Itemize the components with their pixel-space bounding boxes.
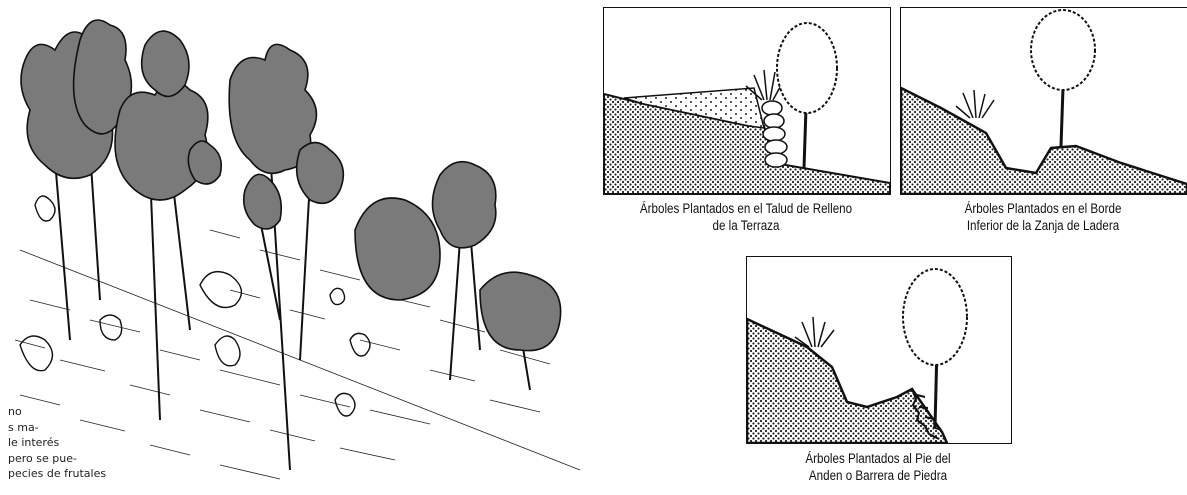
panel-caption: Árboles Plantados en el Talud de Relleno… [623,200,869,234]
stone-wall [762,101,787,167]
text-line: le interés [8,435,128,451]
text-line: no [8,404,128,420]
panel-ditch-edge [900,7,1187,195]
text-line: pero se pue- [8,451,128,467]
cropped-body-text: no s ma- le interés pero se pue- pecies … [8,404,128,482]
panel-caption: Árboles Plantados en el Borde Inferior d… [920,200,1166,234]
grass-plant [956,90,994,118]
grass-plant [795,317,834,347]
panel-caption: Árboles Plantados al Pie del Anden o Bar… [764,450,991,484]
text-line: pecies de frutales [8,466,128,482]
tree [1031,10,1095,146]
panel-fill-slope [603,7,891,195]
soil-ground [901,88,1187,194]
panel-stone-barrier [746,256,1012,444]
text-line: s ma- [8,420,128,436]
